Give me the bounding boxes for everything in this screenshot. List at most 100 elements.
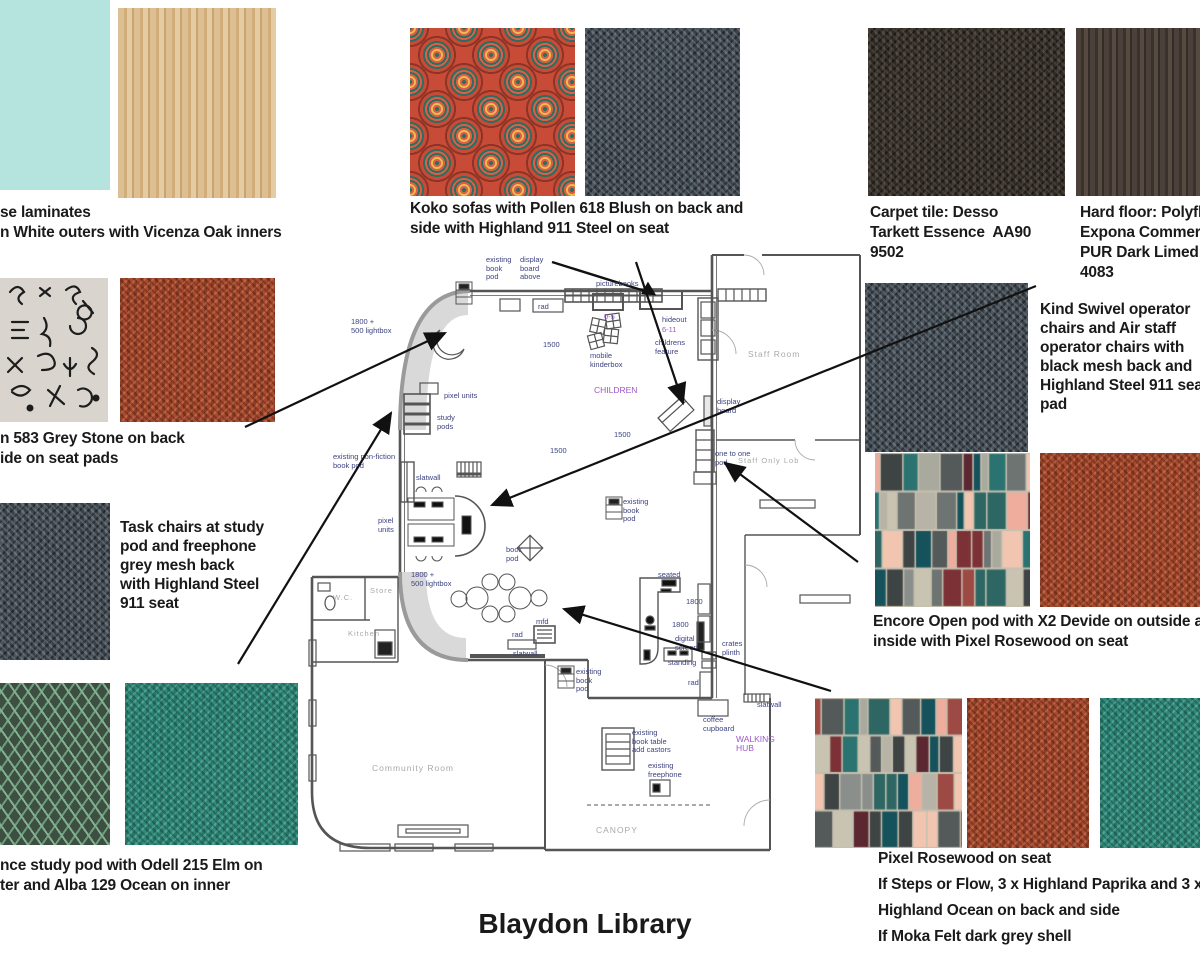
plan-label: pixel units [444,391,478,400]
plan-label: CANOPY [596,825,638,835]
plan-label: 1800 [672,620,689,629]
note-silence-pod: nce study pod with Odell 215 Elm on ter a… [0,856,263,896]
plan-label: mobile kinderbox [590,351,623,369]
text-line: n White outers with Vicenza Oak inners [0,224,282,241]
swatch-expona-dark-limed-oak [1076,28,1200,196]
plan-label: 1500 [614,430,631,439]
text-line: Expona Commercial [1080,224,1200,241]
plan-label: slatwall [513,649,538,658]
text-line: 4083 [1080,264,1114,281]
text-line: If Moka Felt dark grey shell [878,928,1072,945]
text-line: Task chairs at study [120,519,264,536]
note-task-chairs: Task chairs at study pod and freephone gre… [120,518,264,613]
swatch-highland-steel-task [0,503,110,660]
swatch-alba-129-ocean [125,683,298,845]
text-line: grey mesh back [120,557,235,574]
plan-label: 1800 + 500 lightbox [351,317,392,335]
plan-label: 1800 + 500 lightbox [411,570,452,588]
swatch-pollen-618-blush [410,28,575,196]
text-line: Tarkett Essence AA90 [870,224,1032,241]
text-line: 911 seat [120,595,179,612]
text-line: black mesh back and [1040,358,1193,375]
text-line: Koko sofas with Pollen 618 Blush on back… [410,200,744,217]
plan-label: standing [668,658,697,667]
swatch-highland-steel-operator [865,283,1028,452]
text-line: operator chairs with [1040,339,1185,356]
swatch-desso-carpet-tile [868,28,1065,196]
plan-label: Kitchen [348,629,381,638]
note-koko-sofas: Koko sofas with Pollen 618 Blush on back… [410,199,743,239]
swatch-vicenza-oak-laminate [118,8,276,198]
note-laminates: se laminates n White outers with Vicenza … [0,203,282,243]
plan-label: slatwall [416,473,441,482]
plan-label: rad [688,678,699,687]
text-line: pod and freephone [120,538,257,555]
text-line: Highland Steel 911 seat [1040,377,1200,394]
note-kind-swivel: Kind Swivel operator chairs and Air staff… [1040,300,1200,414]
plan-label: existing book pod [576,667,602,693]
text-line: Carpet tile: Desso [870,204,999,221]
swatch-pixel-rosewood [875,453,1030,607]
text-line: ide on seat pads [0,450,119,467]
plan-label: 6-11 [662,325,677,334]
plan-label: rad [538,302,549,311]
plan-label: YA [428,333,438,342]
plan-label: picturebooks [596,279,639,288]
plan-label: hideout [662,315,687,324]
swatch-highland-911-steel [585,28,740,196]
plan-label: existing book table add castors [632,728,671,754]
plan-label: existing non-fiction book pod [333,452,396,470]
text-line: If Steps or Flow, 3 x Highland Paprika a… [878,876,1200,893]
text-line: Hard floor: Polyflor [1080,204,1200,221]
plan-label: display board above [520,255,544,281]
text-line: ter and Alba 129 Ocean on inner [0,877,231,894]
text-line: Pixel Rosewood on seat [878,850,1052,867]
plan-label: existing book pod [623,497,649,523]
text-line: inside with Pixel Rosewood on seat [873,633,1129,650]
swatch-odell-215-elm [0,683,110,845]
doodle-pattern [6,285,100,412]
text-line: nce study pod with Odell 215 Elm on [0,857,263,874]
swatch-highland-paprika-3 [967,698,1089,848]
plan-label: Staff Room [748,349,801,359]
plan-label: pixel units [378,516,394,534]
plan-label: existing freephone [648,761,682,779]
plan-label: Store [370,586,393,595]
plan-label: mfd [536,617,549,626]
plan-label: crates plinth [722,639,743,657]
plan-label: W.C. [333,593,354,602]
plan-label: book pod [506,545,523,563]
text-line: chairs and Air staff [1040,320,1176,337]
text-line: Kind Swivel operator [1040,301,1191,318]
plan-label: digital screen [675,634,698,652]
plan-label: slatwall [757,700,782,709]
text-line: with Highland Steel [120,576,260,593]
text-line: 9502 [870,244,904,261]
plan-label: study pods [437,413,455,431]
plan-label: existing book pod [486,255,512,281]
text-line: PUR Dark Limed Oak [1080,244,1199,261]
plan-label: 1800 [686,597,703,606]
text-line: se laminates [0,204,91,221]
swatch-mint-laminate [0,0,110,190]
plan-label: display board [717,397,741,415]
text-line: side with Highland 911 Steel on seat [410,220,669,237]
plan-label: Community Room [372,763,455,773]
text-line: Encore Open pod with X2 Devide on outsid… [873,613,1200,630]
text-line: pad [1040,396,1067,413]
plan-label: rad [512,630,523,639]
note-hard-floor: Hard floor: PolyflorExpona CommercialPUR… [1080,203,1200,283]
swatch-highland-paprika-2 [1040,453,1200,607]
note-pollen-583: n 583 Grey Stone on back ide on seat pads [0,429,185,469]
plan-label: seated [658,570,681,579]
plan-label: 0-5 [604,312,615,321]
plan-label: Staff Only Lob [738,456,800,465]
plan-label: CHILDREN [594,385,638,395]
plan-label: 1500 [550,446,567,455]
text-line: n 583 Grey Stone on back [0,430,185,447]
floor-plan: existing book pod display board above rad p… [300,250,865,885]
swatch-pixel-rosewood-2 [815,698,962,848]
plan-label: 1500 [543,340,560,349]
